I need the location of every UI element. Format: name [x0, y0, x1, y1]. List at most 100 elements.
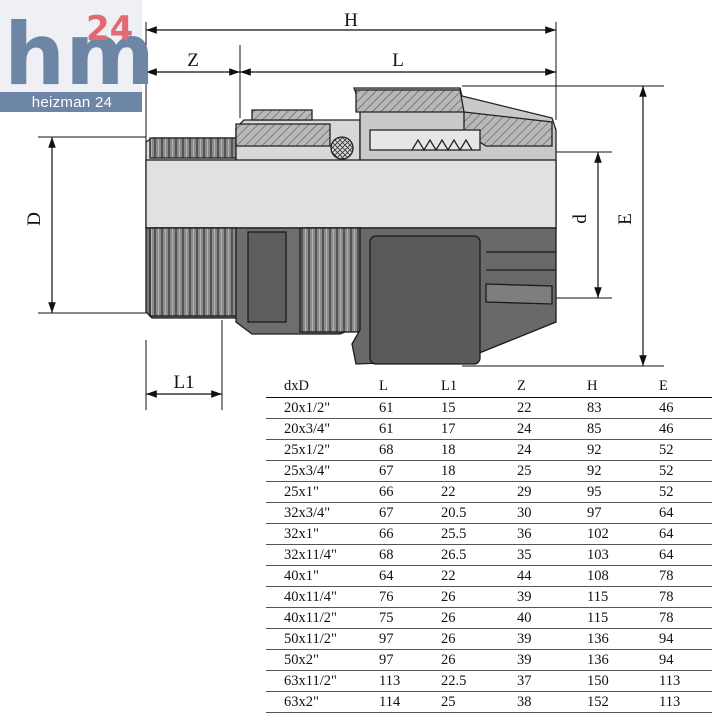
- table-cell-h: 136: [587, 628, 659, 650]
- table-cell-l: 66: [379, 481, 441, 503]
- table-cell-l1: 26: [441, 607, 517, 629]
- table-cell-h: 85: [587, 418, 659, 440]
- table-cell-l1: 26: [441, 628, 517, 650]
- table-cell-h: 92: [587, 439, 659, 461]
- table-cell-l: 64: [379, 565, 441, 587]
- table-cell-h: 152: [587, 691, 659, 713]
- table-cell-h: 102: [587, 523, 659, 545]
- table-cell-l1: 20.5: [441, 502, 517, 524]
- table-cell-h: 150: [587, 670, 659, 692]
- table-cell-z: 22: [517, 397, 587, 419]
- header-H: H: [587, 375, 659, 398]
- table-cell-e: 64: [659, 544, 712, 566]
- table-cell-e: 113: [659, 670, 712, 692]
- table-cell-l1: 25.5: [441, 523, 517, 545]
- dim-label-D: D: [24, 212, 45, 226]
- header-E: E: [659, 375, 712, 398]
- table-cell-e: 52: [659, 460, 712, 482]
- dim-label-Z: Z: [187, 50, 199, 71]
- table-cell-l: 76: [379, 586, 441, 608]
- table-cell-e: 94: [659, 628, 712, 650]
- table-cell-z: 35: [517, 544, 587, 566]
- logo-mark-graphic: hm 24: [0, 0, 155, 112]
- table-cell-h: 108: [587, 565, 659, 587]
- table-cell-e: 46: [659, 418, 712, 440]
- dim-label-L: L: [392, 50, 404, 71]
- dimension-lines: [48, 26, 647, 398]
- dim-label-L1: L1: [173, 372, 194, 393]
- table-cell-l: 67: [379, 502, 441, 524]
- table-cell-l1: 26: [441, 586, 517, 608]
- table-cell-dxd: 25x1": [266, 481, 379, 503]
- table-cell-l: 66: [379, 523, 441, 545]
- table-cell-l: 114: [379, 691, 441, 713]
- table-cell-z: 39: [517, 586, 587, 608]
- table-cell-z: 38: [517, 691, 587, 713]
- table-cell-e: 78: [659, 565, 712, 587]
- table-cell-l: 97: [379, 628, 441, 650]
- table-cell-dxd: 50x11/2": [266, 628, 379, 650]
- table-cell-h: 136: [587, 649, 659, 671]
- table-cell-dxd: 20x1/2": [266, 397, 379, 419]
- dim-label-E: E: [615, 213, 636, 225]
- table-cell-e: 94: [659, 649, 712, 671]
- table-cell-e: 52: [659, 481, 712, 503]
- table-cell-l1: 18: [441, 439, 517, 461]
- table-cell-z: 24: [517, 439, 587, 461]
- heizman-logo: hm 24 heizman 24: [0, 0, 155, 112]
- table-cell-e: 78: [659, 607, 712, 629]
- table-cell-z: 29: [517, 481, 587, 503]
- table-cell-h: 97: [587, 502, 659, 524]
- table-cell-z: 37: [517, 670, 587, 692]
- table-cell-dxd: 50x2": [266, 649, 379, 671]
- table-cell-l: 68: [379, 439, 441, 461]
- table-cell-e: 52: [659, 439, 712, 461]
- header-L1: L1: [441, 375, 517, 398]
- table-cell-e: 113: [659, 691, 712, 713]
- table-cell-dxd: 63x2": [266, 691, 379, 713]
- table-cell-h: 103: [587, 544, 659, 566]
- dim-label-d: d: [570, 214, 591, 224]
- table-cell-dxd: 25x3/4": [266, 460, 379, 482]
- table-cell-dxd: 40x11/2": [266, 607, 379, 629]
- table-cell-l: 67: [379, 460, 441, 482]
- logo-number: 24: [86, 9, 133, 49]
- table-cell-l1: 25: [441, 691, 517, 713]
- table-cell-l1: 15: [441, 397, 517, 419]
- table-cell-e: 78: [659, 586, 712, 608]
- table-cell-l1: 26.5: [441, 544, 517, 566]
- extension-lines: [38, 22, 664, 410]
- table-header-row: dxD L L1 Z H E: [266, 375, 712, 398]
- table-cell-l1: 22.5: [441, 670, 517, 692]
- table-cell-l: 113: [379, 670, 441, 692]
- table-cell-l1: 22: [441, 565, 517, 587]
- table-cell-l1: 17: [441, 418, 517, 440]
- table-cell-h: 95: [587, 481, 659, 503]
- logo-brand-text: heizman 24: [31, 94, 113, 111]
- table-cell-e: 64: [659, 502, 712, 524]
- table-cell-dxd: 32x1": [266, 523, 379, 545]
- dim-label-H: H: [344, 10, 358, 31]
- table-cell-dxd: 40x11/4": [266, 586, 379, 608]
- table-cell-z: 40: [517, 607, 587, 629]
- table-cell-z: 39: [517, 628, 587, 650]
- table-cell-z: 25: [517, 460, 587, 482]
- table-cell-z: 24: [517, 418, 587, 440]
- table-cell-l: 75: [379, 607, 441, 629]
- table-cell-l: 61: [379, 418, 441, 440]
- header-dxD: dxD: [266, 375, 379, 398]
- table-cell-dxd: 32x3/4": [266, 502, 379, 524]
